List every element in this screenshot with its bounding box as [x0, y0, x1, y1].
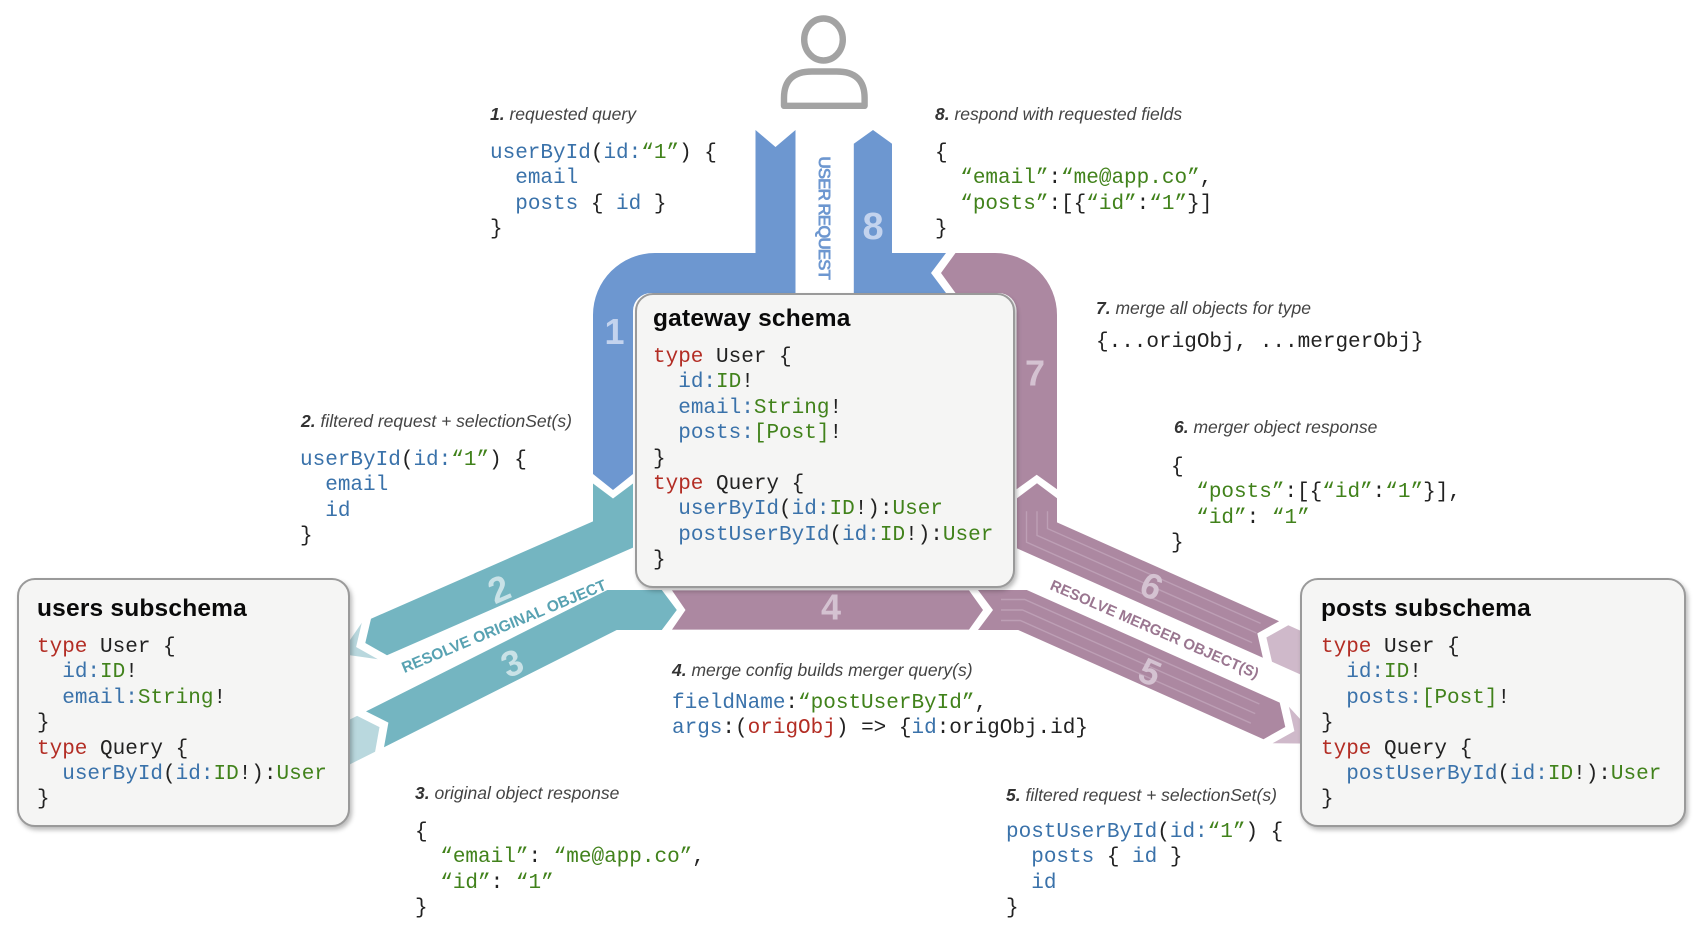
svg-text:7: 7 [1025, 353, 1045, 394]
svg-text:1: 1 [604, 311, 624, 352]
svg-text:USER REQUEST: USER REQUEST [815, 156, 835, 280]
svg-text:8: 8 [862, 206, 883, 248]
svg-text:4: 4 [821, 587, 841, 628]
